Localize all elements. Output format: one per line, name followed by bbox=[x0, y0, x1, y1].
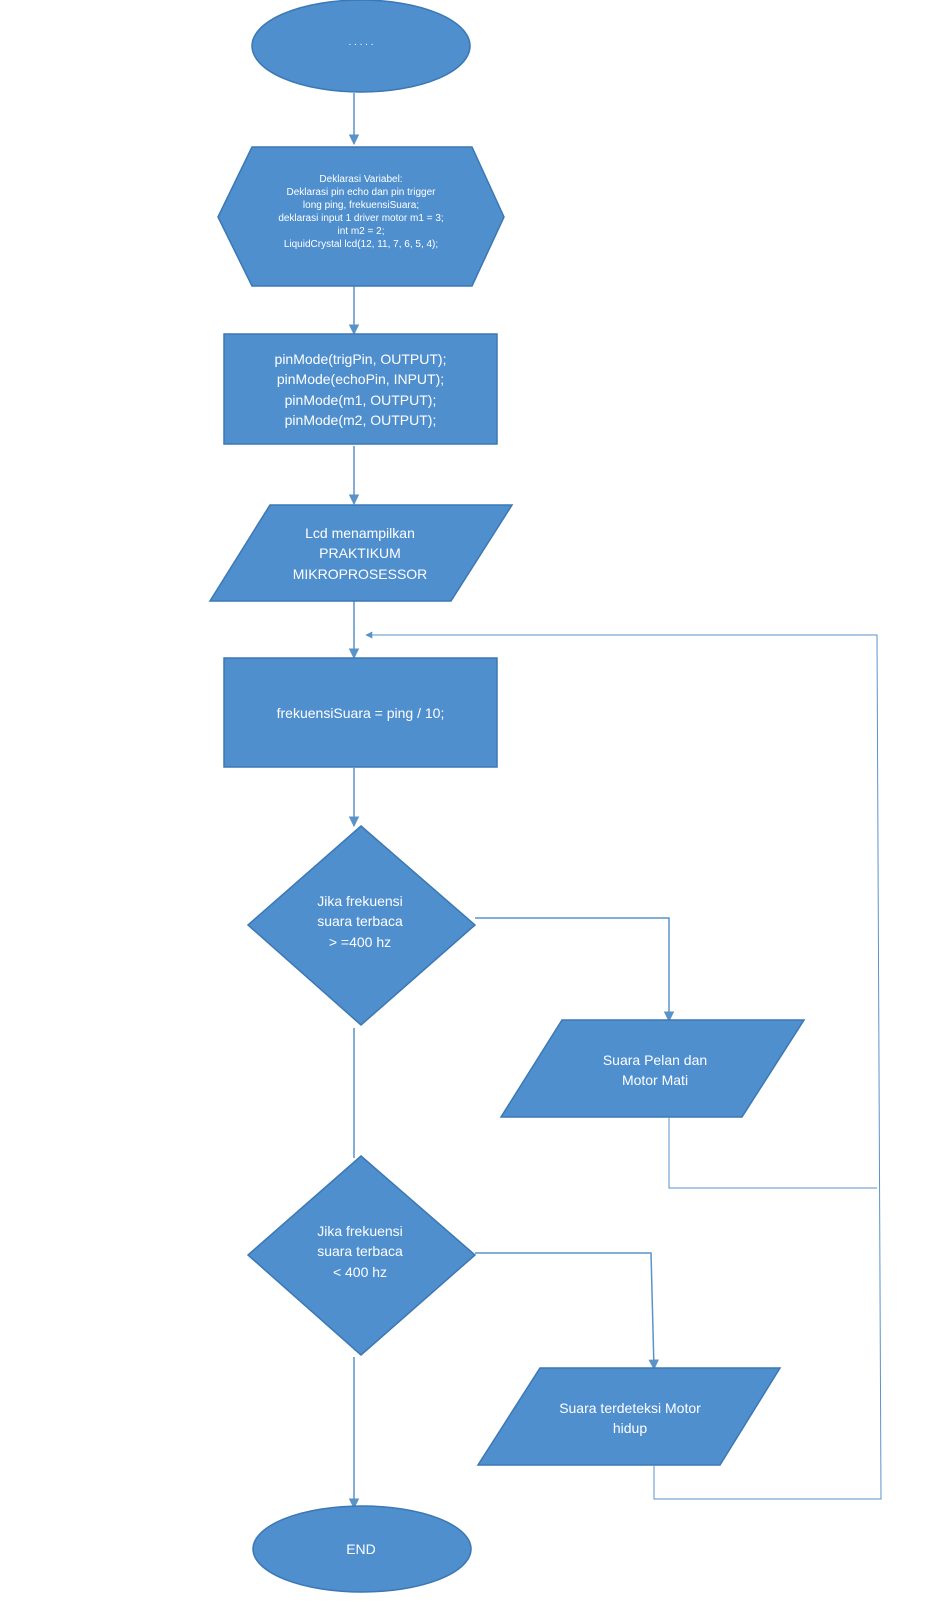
compute-text: frekuensiSuara = ping / 10; bbox=[276, 705, 445, 721]
output-on-line: Suara terdeteksi Motor bbox=[559, 1400, 701, 1416]
connector-output-on-loop bbox=[365, 631, 882, 1500]
output-on-parallelogram bbox=[476, 1367, 782, 1466]
declaration-line: Deklarasi Variabel: bbox=[319, 174, 403, 185]
decision-high-line: Jika frekuensi bbox=[317, 893, 403, 909]
decision-high-line: suara terbaca bbox=[317, 913, 403, 930]
connector-output-off-loop bbox=[668, 1118, 877, 1189]
output-off-line: Suara Pelan dan bbox=[602, 1052, 708, 1068]
start-terminator bbox=[251, 0, 471, 93]
connector-decision-low-yes bbox=[475, 1252, 660, 1371]
decision-low-line: suara terbaca bbox=[317, 1243, 403, 1260]
decision-high-line: > =400 hz bbox=[328, 933, 392, 950]
declaration-line: int m2 = 2; bbox=[337, 226, 385, 237]
declaration-line: deklarasi input 1 driver motor m1 = 3; bbox=[278, 213, 444, 224]
lcd-output-parallelogram bbox=[208, 504, 514, 602]
pinmode-line: pinMode(m1, OUTPUT); bbox=[284, 391, 437, 408]
lcd-output-line: Lcd menampilkan bbox=[305, 525, 415, 541]
start-label: . . . . . bbox=[348, 37, 374, 48]
declaration-text: Deklarasi Variabel: Deklarasi pin echo d… bbox=[230, 173, 492, 251]
decision-low-diamond bbox=[246, 1155, 477, 1356]
pinmode-line: pinMode(echoPin, INPUT); bbox=[276, 371, 445, 388]
decision-low-text: Jika frekuensi suara terbaca < 400 hz bbox=[280, 1221, 440, 1282]
pinmode-text: pinMode(trigPin, OUTPUT); pinMode(echoPi… bbox=[224, 349, 497, 430]
declaration-hexagon bbox=[217, 146, 505, 287]
decision-high-diamond bbox=[246, 825, 477, 1026]
connector-decision-high-yes bbox=[475, 917, 675, 1023]
output-off-text: Suara Pelan dan Motor Mati bbox=[550, 1050, 760, 1091]
pinmode-line: pinMode(trigPin, OUTPUT); bbox=[274, 351, 447, 367]
lcd-output-line: PRAKTIKUM bbox=[319, 545, 401, 562]
end-terminator bbox=[252, 1505, 472, 1593]
declaration-line: long ping, frekuensiSuara; bbox=[302, 200, 420, 211]
decision-low-line: Jika frekuensi bbox=[317, 1223, 403, 1239]
lcd-output-line: MIKROPROSESSOR bbox=[292, 565, 428, 582]
output-off-line: Motor Mati bbox=[621, 1072, 689, 1089]
declaration-line: LiquidCrystal lcd(12, 11, 7, 6, 5, 4); bbox=[283, 239, 439, 250]
declaration-line: Deklarasi pin echo dan pin trigger bbox=[286, 187, 436, 198]
decision-high-text: Jika frekuensi suara terbaca > =400 hz bbox=[280, 891, 440, 952]
compute-process-box bbox=[223, 657, 498, 768]
output-off-parallelogram bbox=[499, 1019, 806, 1118]
lcd-output-text: Lcd menampilkan PRAKTIKUM MIKROPROSESSOR bbox=[250, 523, 470, 584]
decision-low-line: < 400 hz bbox=[332, 1263, 388, 1280]
pinmode-process-box bbox=[223, 333, 498, 445]
output-on-line: hidup bbox=[612, 1420, 648, 1437]
end-label: END bbox=[346, 1541, 376, 1557]
output-on-text: Suara terdeteksi Motor hidup bbox=[520, 1398, 740, 1439]
pinmode-line: pinMode(m2, OUTPUT); bbox=[284, 411, 437, 428]
